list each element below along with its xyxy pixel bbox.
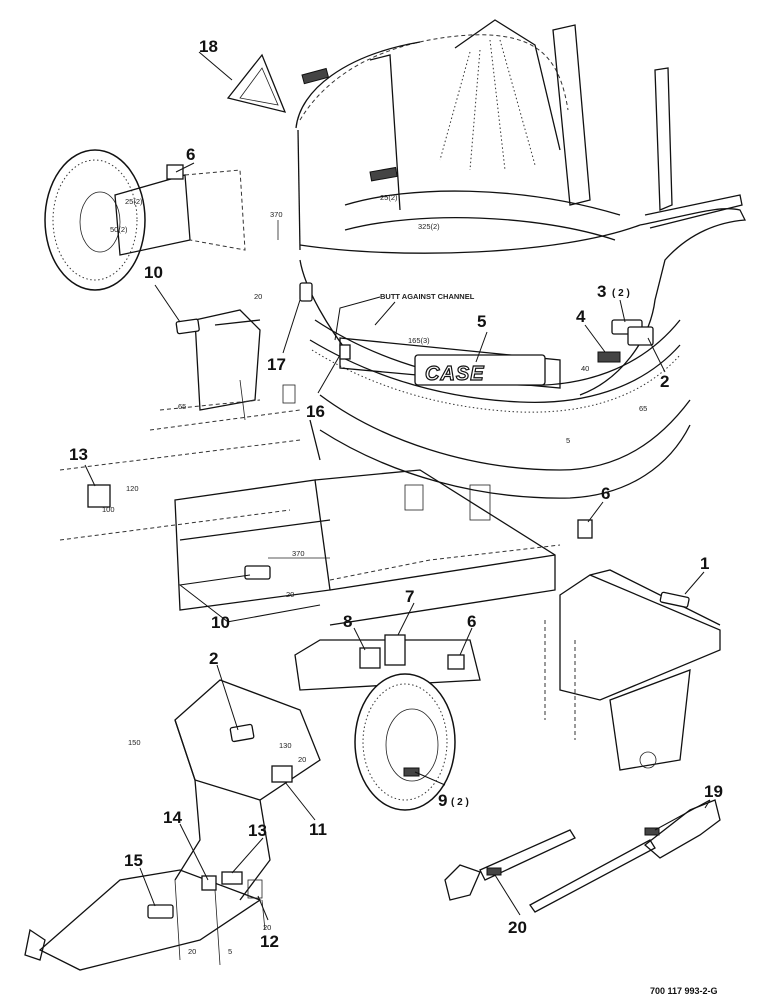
callout-18: 18 — [199, 37, 218, 56]
axle-decal-6 — [447, 654, 465, 670]
dim-370-frame: 370 — [292, 549, 305, 558]
tire — [354, 673, 456, 811]
dim-165: 165(3) — [408, 336, 430, 345]
dim-40: 40 — [581, 364, 589, 373]
case-decal — [414, 354, 546, 386]
callout-6-frame: 6 — [601, 484, 610, 503]
dim-100: 100 — [102, 505, 115, 514]
callout-2-hopper: 2 — [660, 372, 669, 391]
dim-25-hopper: 25(2) — [380, 193, 398, 202]
callout-16: 16 — [306, 402, 325, 421]
callout-17: 17 — [267, 355, 286, 374]
left-frame-upper — [149, 309, 301, 431]
pto-shaft — [444, 799, 721, 913]
decal-12 — [247, 879, 263, 899]
callout-10-upper: 10 — [144, 263, 163, 282]
callout-9-qty: ( 2 ) — [451, 797, 469, 808]
hopper-decal-16 — [339, 344, 351, 360]
callout-9: 9 — [438, 791, 447, 810]
callout-1: 1 — [700, 554, 709, 573]
frame-decal-6 — [577, 519, 593, 539]
decal-2-top — [627, 326, 654, 346]
dim-20-frame: 20 — [286, 590, 294, 599]
rear-wheel-left — [44, 149, 246, 291]
dimensions: 370 25(2) 50(2) 25(2) 325(2) 20 165(3) 4… — [102, 193, 647, 956]
dim-5-bottom: 5 — [228, 947, 232, 956]
dim-20-tongue: 20 — [298, 755, 306, 764]
callout-12: 12 — [260, 932, 279, 951]
callout-15: 15 — [124, 851, 143, 870]
callout-2-tongue: 2 — [209, 649, 218, 668]
callout-19: 19 — [704, 782, 723, 801]
hitch-bracket — [469, 484, 491, 521]
dim-20-bracket: 20 — [263, 923, 271, 932]
callout-14: 14 — [163, 808, 182, 827]
callout-13-upper: 13 — [69, 445, 88, 464]
dim-150: 150 — [128, 738, 141, 747]
decal-20 — [486, 867, 502, 876]
decal-10-upper — [175, 318, 200, 335]
front-wheel — [354, 673, 456, 811]
right-frame — [544, 569, 721, 771]
decal-11 — [271, 765, 293, 783]
callout-20: 20 — [508, 918, 527, 937]
decal-7 — [384, 634, 406, 666]
hopper-assembly: CASE — [226, 19, 747, 521]
callout-3: 3 — [597, 282, 606, 301]
dim-20-left: 20 — [254, 292, 262, 301]
dim-120: 120 — [126, 484, 139, 493]
dim-5-hopper: 5 — [566, 436, 570, 445]
decal-14 — [201, 875, 217, 891]
decal-2-tongue — [229, 723, 255, 743]
case-brand-text: CASE — [425, 363, 485, 385]
hopper-decal-17 — [299, 282, 313, 302]
decal-1 — [659, 591, 690, 608]
dim-20-bottom: 20 — [188, 947, 196, 956]
decal-4 — [597, 351, 621, 363]
callout-5: 5 — [477, 312, 486, 331]
callout-11: 11 — [309, 820, 327, 839]
decal-13-lower — [221, 871, 243, 885]
callout-6-axle: 6 — [467, 612, 476, 631]
decal-9 — [403, 767, 420, 777]
callout-13-lower: 13 — [248, 821, 267, 840]
main-frame — [59, 439, 593, 691]
dim-65-right: 65 — [639, 404, 647, 413]
dim-370-top: 370 — [270, 210, 283, 219]
tire — [44, 149, 146, 291]
decal-10-lower — [244, 565, 271, 580]
callout-8: 8 — [343, 612, 352, 631]
decal-13-upper — [87, 484, 111, 508]
callout-leaders — [84, 51, 711, 921]
dim-50: 50(2) — [110, 225, 128, 234]
dim-130: 130 — [279, 741, 292, 750]
dim-65-left: 65 — [178, 402, 186, 411]
callout-10-lower: 10 — [211, 613, 230, 632]
callout-6-wheel: 6 — [186, 145, 195, 164]
pto-yoke-upper — [643, 799, 721, 859]
callout-3-qty: ( 2 ) — [612, 288, 630, 299]
butt-against-channel-note: BUTT AGAINST CHANNEL — [380, 292, 475, 301]
tongue-assembly — [24, 679, 321, 971]
decal-19 — [644, 827, 660, 836]
dim-25-left: 25(2) — [125, 197, 143, 206]
decal-15 — [147, 904, 174, 919]
drawing-number: 700 117 993-2-G — [650, 986, 718, 996]
pto-yoke-lower — [444, 864, 481, 901]
decal-8 — [359, 647, 381, 669]
callout-7: 7 — [405, 587, 414, 606]
dim-325: 325(2) — [418, 222, 440, 231]
callout-numbers: 18 6 10 5 3 ( 2 ) 4 2 17 16 13 6 1 7 8 6… — [69, 37, 723, 951]
smv-triangle-decal — [226, 53, 287, 113]
callout-4: 4 — [576, 307, 586, 326]
wheel-decal-6 — [166, 164, 184, 180]
